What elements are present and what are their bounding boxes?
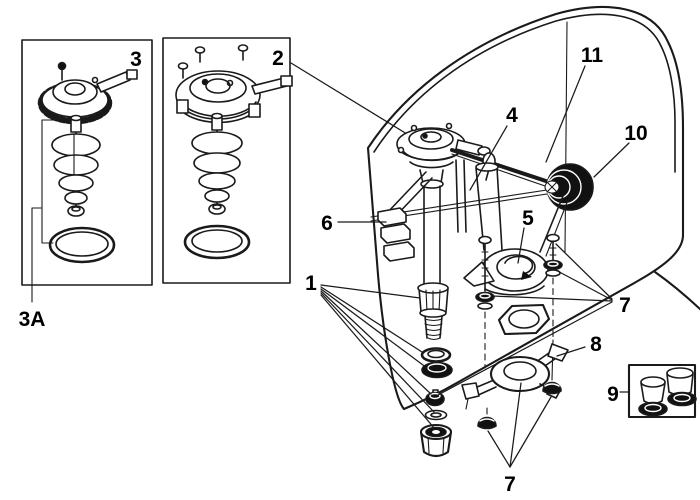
o-ring-3 [48,226,116,264]
flush-valve-seat [463,195,569,296]
label-part-4: 4 [506,104,518,127]
float-ball [544,163,594,211]
kit-cap-left [638,376,668,417]
refill-tube [455,159,467,233]
label-part-7-right: 7 [619,294,631,317]
kit-cap-right [666,367,697,407]
o-ring-2 [183,224,251,260]
washer-stack [420,347,453,421]
cone-washer-right [542,381,562,395]
screw-icon [177,44,249,79]
disc-stack-2 [191,112,243,215]
supply-tube [423,185,441,288]
bracket-line-3a [41,119,74,244]
tank-inner-rim [373,13,676,173]
label-part-7-bottom: 7 [504,473,516,496]
label-part-11: 11 [581,44,604,67]
label-part-1: 1 [305,272,317,295]
label-part-2: 2 [272,47,284,70]
mounting-bolt-right [543,233,563,381]
label-part-6: 6 [321,212,333,235]
tank-bottom-right-edge [653,270,700,311]
float-rod [450,148,554,188]
label-part-3a: 3A [19,308,46,331]
inset-box-3 [21,39,153,303]
parts-kit-box-9 [627,363,697,419]
cone-washer-left [477,407,497,430]
label-part-3: 3 [130,48,142,71]
shank-hex-nut [419,423,453,458]
valve-shank [417,282,449,341]
label-part-8: 8 [590,333,602,356]
screw-icon [57,61,67,81]
leader-2 [290,62,421,143]
label-part-9: 9 [607,383,619,406]
disc-stack-3 [51,114,101,217]
label-part-10: 10 [624,122,647,145]
label-part-5: 5 [522,207,534,230]
fill-valve-head [396,122,491,189]
leader-lines [320,65,630,468]
flush-valve-locknut [497,303,551,336]
tank-to-bowl-gasket [461,343,569,410]
leader-3a [31,207,43,303]
inset-box-2 [162,37,293,284]
mounting-bolt-left [475,235,495,369]
lift-wire-line [564,21,568,253]
